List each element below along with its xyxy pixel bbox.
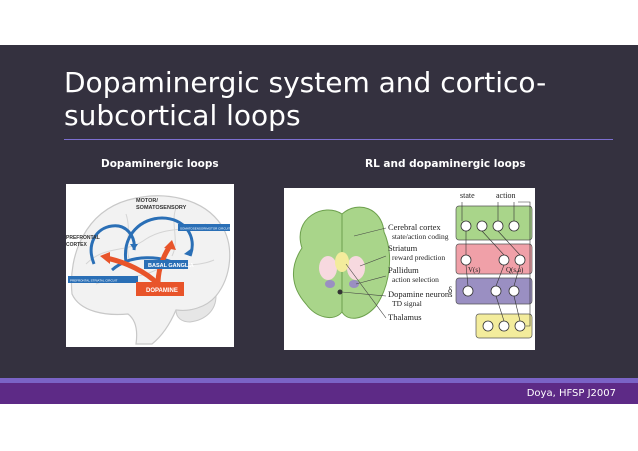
neuron-node [460,254,472,266]
cortex-sublabel: state/action coding [392,232,449,241]
striatum-right [347,256,365,280]
thalamus-label: Thalamus [388,312,422,322]
circuit-bottom-box [68,276,138,283]
connection-line [513,264,521,287]
connection-line [481,230,505,256]
dopamine-sublabel: TD signal [392,299,422,308]
connection-line [495,264,505,287]
neuron-node [482,320,494,332]
rl-diagram: Cerebral cortex state/action coding Stri… [292,191,533,339]
footer-accent-bar [0,378,638,383]
brain-fold [171,207,177,257]
neuron-node [462,285,474,297]
circuit-top-label: SOMATOSENSORIMOTOR CIRCUIT [180,227,231,231]
dopamine-nucleus [337,289,343,295]
dopamine-label: Dopamine neurons [388,289,452,299]
arrowhead-icon [100,252,110,264]
leader-line [359,255,387,267]
pallidum-right [349,280,359,288]
pallidum-left [325,280,335,288]
leader-line [353,227,387,237]
neuron-node [490,285,502,297]
citation-text: Doya, HFSP J2007 [526,388,616,399]
title-divider [64,139,613,140]
basal-ganglia-box [144,260,188,269]
circuit-bottom-label: PREFRONTAL STRIATAL CIRCUIT [70,279,118,283]
neuron-node [514,254,526,266]
pallidum-label: Pallidum [388,265,419,275]
prefrontal-label: PREFRONTAL [66,235,100,241]
prefrontal-label: CORTEX [66,242,88,248]
dopamine-projection-arrow [105,255,160,286]
connection-line [465,264,469,287]
connection-line [497,230,521,256]
dopamine-label: DOPAMINE [146,288,178,294]
rl-dopaminergic-figure: Cerebral cortex state/action coding Stri… [284,188,535,350]
motor-loop-arrow [124,216,194,263]
prefrontal-loop-arrow [89,224,136,265]
motor-label: MOTOR/ [136,198,158,204]
brain-diagram: MOTOR/ SOMATOSENSORY PREFRONTAL CORTEX S… [66,195,231,345]
neuron-node [460,220,472,232]
circuit-top-box [178,224,230,231]
neuron-node [508,285,520,297]
state-label: state [460,191,475,200]
cortex-label: Cerebral cortex [388,222,441,232]
neuron-node [508,220,520,232]
thalamus-feedback-line [518,201,531,327]
footer-bar [0,383,638,404]
neuron-node [492,220,504,232]
cerebellum [175,294,217,323]
v-label: V(s) [468,266,481,274]
striatum-label: Striatum [388,243,418,253]
thalamus-region [335,252,349,272]
slide-title: Dopaminergic system and cortico- subcort… [64,66,604,132]
leader-line [355,275,387,285]
pallidum-sublabel: action selection [392,275,439,284]
dopamine-box [136,282,184,296]
q-label: Q(s,a) [506,266,524,274]
title-line-2: subcortical loops [64,99,301,132]
neuron-node [498,254,510,266]
connection-line [495,295,505,322]
title-line-1: Dopaminergic system and cortico- [64,66,547,99]
connection-line [513,295,521,322]
striatum-sublabel: reward prediction [392,253,445,262]
arrowhead-icon [164,240,176,250]
arrowhead-icon [130,244,138,250]
left-figure-label: Dopaminergic loops [101,158,219,170]
arrowhead-icon [184,248,192,256]
basal-ganglia-label: BASAL GANGLIA [148,263,194,269]
striatum-left [319,256,337,280]
right-figure-label: RL and dopaminergic loops [365,158,526,170]
leader-line [345,263,387,319]
motor-label: SOMATOSENSORY [136,205,187,211]
neuron-node [498,320,510,332]
dopaminergic-loops-figure: MOTOR/ SOMATOSENSORY PREFRONTAL CORTEX S… [66,184,234,347]
delta-label: δ [448,285,452,295]
neuron-node [514,320,526,332]
neuron-node [476,220,488,232]
action-label: action [496,191,516,200]
leader-line [341,291,387,297]
